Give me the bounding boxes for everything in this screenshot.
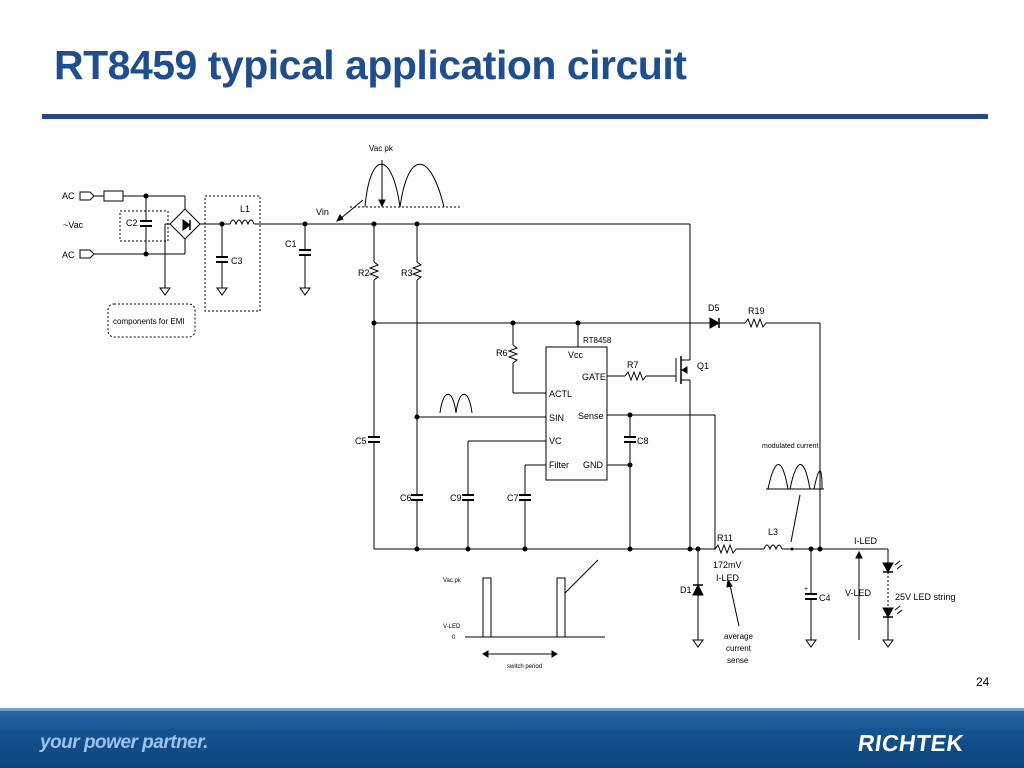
- switch-period-label: switch period: [507, 664, 542, 670]
- c4-label: C4: [819, 593, 831, 603]
- vcc-pin-label: Vcc: [568, 350, 584, 360]
- circuit-diagram: AC ~Vac AC C2 C3 L1 Vin C1 Vac pk compon…: [62, 144, 956, 670]
- emi-label: components for EMI: [113, 317, 185, 326]
- r19-resistor: [744, 317, 767, 329]
- r3-label: R3: [401, 268, 413, 278]
- c7-label: C7: [507, 493, 519, 503]
- c4-plus-sign: +: [804, 586, 808, 593]
- sin-waveform: [439, 393, 473, 414]
- switch-waveform: [465, 577, 605, 638]
- gate-pin-label: GATE: [582, 372, 606, 382]
- c3-label: C3: [231, 256, 243, 266]
- l1-label: L1: [240, 204, 250, 214]
- r6-label: R6: [496, 348, 508, 358]
- r11-resistor: [714, 543, 737, 555]
- emi-box: [204, 195, 261, 312]
- vc-pin-label: VC: [549, 436, 562, 446]
- d1-diode: [692, 583, 704, 596]
- tagline: your power partner.: [40, 732, 208, 753]
- i-led-sense-label: I-LED: [716, 573, 740, 583]
- c8-label: C8: [637, 436, 649, 446]
- modulated-current-label: modulated current: [762, 443, 818, 450]
- vac-input-label: ~Vac: [63, 220, 84, 230]
- d5-label: D5: [708, 303, 720, 313]
- l3-label: L3: [768, 527, 778, 537]
- richtek-logo: RICHTEK: [856, 730, 966, 756]
- emi-label-box: [107, 303, 196, 338]
- c1-label: C1: [285, 239, 297, 249]
- vac-waveform: [364, 163, 445, 208]
- fuse: [103, 190, 124, 202]
- r7-label: R7: [627, 360, 639, 370]
- r2-resistor: [368, 261, 380, 281]
- sense-label: sense: [727, 656, 749, 665]
- r2-label: R2: [358, 268, 370, 278]
- ac-top-label: AC: [62, 191, 75, 201]
- ac-plug-bottom: [79, 249, 95, 259]
- title-divider: [42, 114, 988, 119]
- c6-label: C6: [400, 493, 412, 503]
- led-1: [882, 562, 894, 574]
- ac-bottom-label: AC: [62, 250, 75, 260]
- v-led-label: V-LED: [845, 588, 872, 598]
- r19-label: R19: [748, 306, 765, 316]
- ac-plug-top: [79, 191, 95, 201]
- r6-resistor: [507, 344, 519, 364]
- slide-title: RT8459 typical application circuit: [54, 42, 687, 88]
- q1-label: Q1: [697, 361, 709, 371]
- r7-resistor: [624, 370, 647, 382]
- sin-pin-label: SIN: [549, 413, 564, 423]
- d1-label: D1: [680, 585, 692, 595]
- footer-stripe: [0, 708, 1024, 711]
- l3-inductor: [763, 544, 783, 551]
- filter-pin-label: Filter: [549, 460, 569, 470]
- l1-inductor: [229, 219, 255, 226]
- rt8458-ic: [545, 346, 608, 481]
- i-led-label: I-LED: [854, 536, 878, 546]
- r3-resistor: [411, 261, 423, 281]
- led-string-label: 25V LED string: [895, 592, 956, 602]
- rt8458-label: RT8458: [583, 336, 612, 345]
- c5-label: C5: [355, 436, 367, 446]
- c2-box: [119, 210, 169, 242]
- r11-label: R11: [717, 533, 733, 543]
- average-label: average: [724, 632, 753, 641]
- vac-pk-label: Vac pk: [369, 144, 394, 153]
- waveform-v-led-label: V-LED: [443, 624, 461, 630]
- c2-label: C2: [126, 218, 138, 228]
- vin-label: Vin: [316, 207, 329, 217]
- d5-diode: [709, 317, 721, 329]
- page-number: 24: [976, 675, 990, 689]
- sense-voltage-label: 172mV: [713, 560, 742, 570]
- gnd-pin-label: GND: [583, 460, 604, 470]
- led-2: [882, 607, 894, 619]
- waveform-zero-label: 0: [452, 635, 456, 641]
- sense-pin-label: Sense: [578, 411, 604, 421]
- current-label: current: [726, 644, 752, 653]
- footer-bar: your power partner. RICHTEK: [0, 708, 1024, 768]
- c9-label: C9: [450, 493, 462, 503]
- waveform-vac-pk-label: Vac pk: [443, 578, 462, 584]
- actl-pin-label: ACTL: [549, 389, 572, 399]
- modulated-current-waveform: [767, 464, 823, 490]
